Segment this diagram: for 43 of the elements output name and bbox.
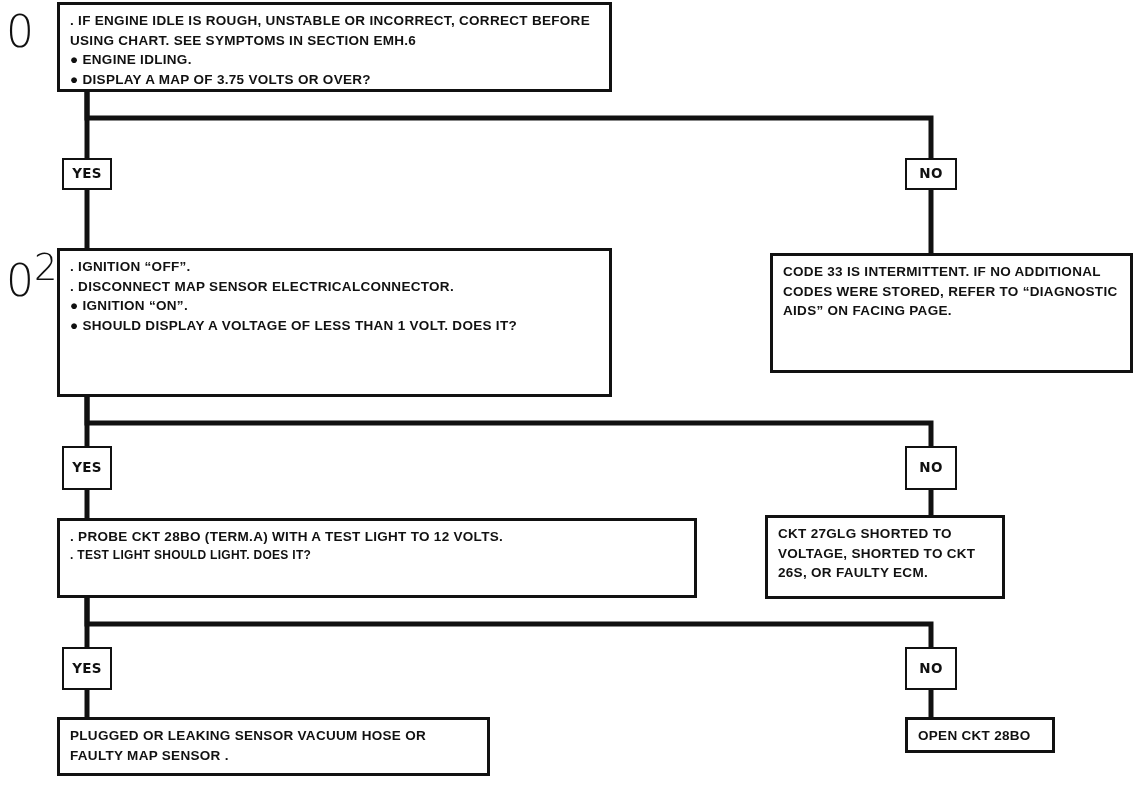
step-text: ● SHOULD DISPLAY A VOLTAGE OF LESS THAN 1 VOLT. DOES IT? [70, 316, 518, 335]
step-text: . DISCONNECT MAP SENSOR ELECTRICALCONNECTOR. [70, 277, 455, 296]
connector-line [84, 598, 934, 647]
connector-line [84, 92, 934, 158]
step-text: ● ENGINE IDLING. [70, 51, 193, 70]
answer-label: YES [72, 458, 102, 478]
step-text: CKT 27GLG SHORTED TO VOLTAGE, SHORTED TO CKT 26S, OR FAULTY ECM. [778, 525, 977, 583]
step-text: CODE 33 IS INTERMITTENT. IF NO ADDITIONAL CODES WERE STORED, REFER TO “DIAGNOSTIC AIDS” ON FACING PAGE. [783, 263, 1119, 321]
step-text: ● IGNITION “ON”. [70, 297, 189, 316]
answer-box [905, 446, 957, 490]
answer-box [62, 446, 112, 490]
callout-number: 0$^{2}$ [6, 250, 58, 303]
answer-box [905, 158, 957, 190]
step-box [770, 253, 1133, 373]
connector-line [84, 490, 90, 518]
step-text: PLUGGED OR LEAKING SENSOR VACUUM HOSE OR FAULTY MAP SENSOR . [70, 727, 428, 765]
answer-label: YES [72, 164, 102, 184]
answer-label: NO [919, 658, 943, 678]
connector-line [928, 190, 934, 253]
answer-label: NO [919, 164, 943, 184]
step-text: . TEST LIGHT SHOULD LIGHT. DOES IT? [70, 546, 313, 564]
answer-box [905, 647, 957, 690]
answer-box [62, 158, 112, 190]
step-box [57, 2, 612, 92]
connector-line [84, 190, 90, 248]
step-box [765, 515, 1005, 599]
connector-line [84, 690, 90, 717]
step-box [57, 518, 697, 598]
connector-line [928, 690, 934, 717]
answer-label: YES [72, 658, 102, 678]
step-text: . IF ENGINE IDLE IS ROUGH, UNSTABLE OR INCORRECT, CORRECT BEFORE USING CHART. SEE SYMPTOMS IN SECTION EMH.6 [70, 12, 591, 50]
step-box [57, 717, 490, 776]
connector-line [928, 490, 934, 515]
step-text: . IGNITION “OFF”. [70, 258, 192, 276]
answer-box [62, 647, 112, 690]
step-text: OPEN CKT 28BO [918, 727, 1032, 745]
connector-line [84, 397, 934, 446]
step-box [905, 717, 1055, 753]
answer-label: NO [919, 458, 943, 478]
step-box [57, 248, 612, 397]
step-text: . PROBE CKT 28BO (TERM.A) WITH A TEST LIGHT TO 12 VOLTS. [70, 528, 505, 546]
step-text: ● DISPLAY A MAP OF 3.75 VOLTS OR OVER? [70, 70, 372, 89]
callout-number: 0 [6, 10, 34, 54]
